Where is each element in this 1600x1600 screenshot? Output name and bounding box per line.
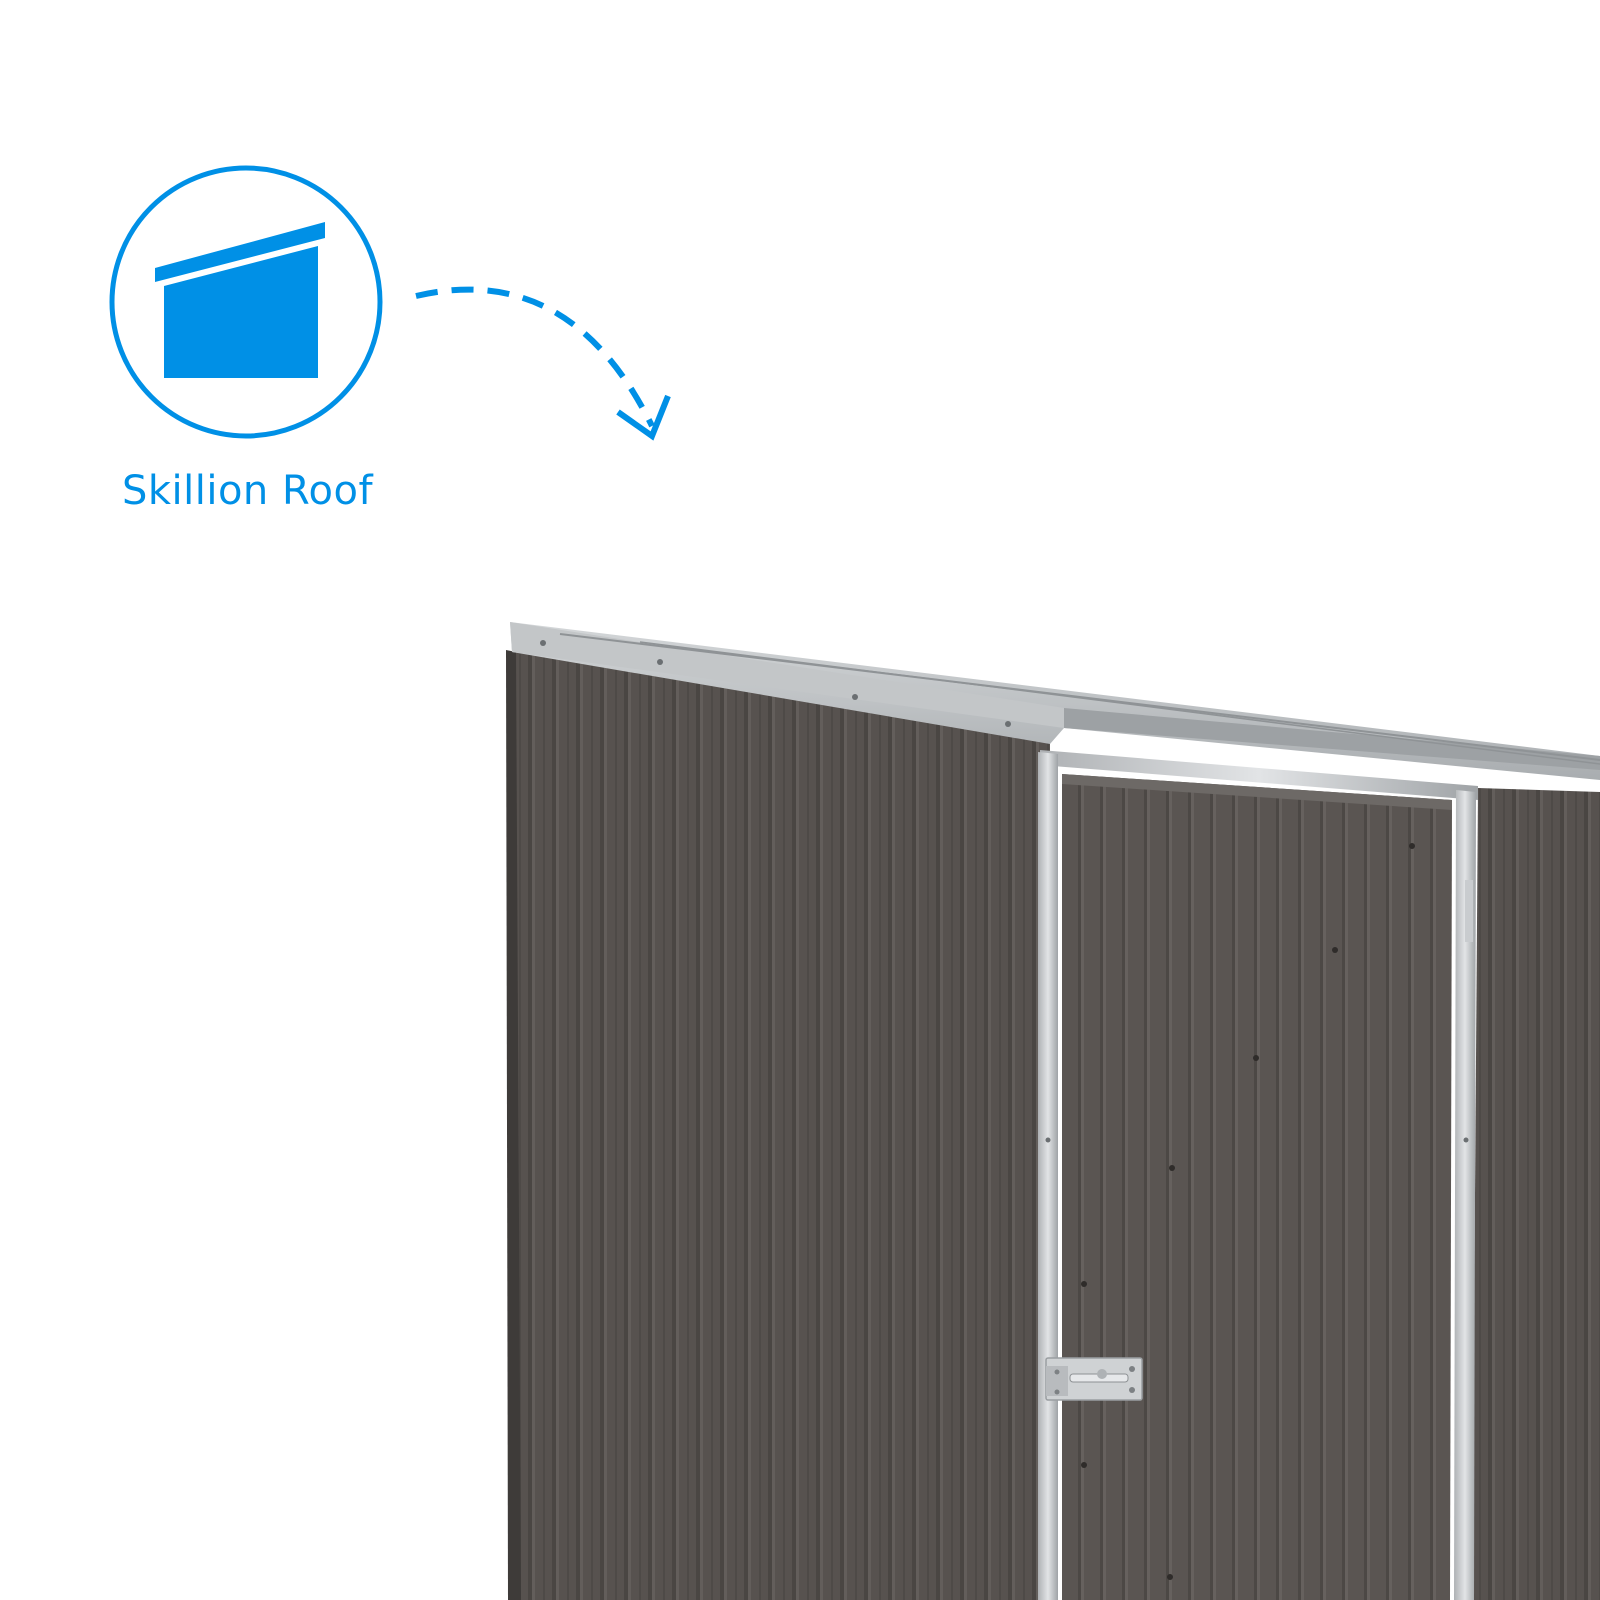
dashed-curved-arrow-icon — [415, 286, 671, 441]
shed-door — [1062, 774, 1452, 1600]
feature-label: Skillion Roof — [121, 468, 374, 514]
roof-slab-shape — [155, 222, 325, 282]
building-shape — [164, 246, 318, 378]
roof-barge-cap — [510, 622, 1064, 728]
icon-circle-outline — [109, 165, 383, 439]
shed-illustration — [506, 622, 1600, 1600]
arrow-head — [616, 394, 671, 441]
door-top-shadow — [1062, 774, 1452, 810]
shed-side-wall — [515, 650, 1050, 1600]
door-frame-right — [1454, 790, 1476, 1600]
arrow-curve — [415, 286, 655, 428]
shed-front-panel — [1472, 788, 1600, 1600]
shed-wall-edge — [506, 650, 521, 1600]
roof-front-edge — [1064, 708, 1600, 770]
hinge-upper — [1465, 880, 1473, 942]
door-latch — [1045, 1357, 1143, 1401]
door-frame-top — [1040, 750, 1478, 800]
skillion-roof-icon — [109, 165, 383, 439]
door-frame-left — [1038, 752, 1058, 1600]
